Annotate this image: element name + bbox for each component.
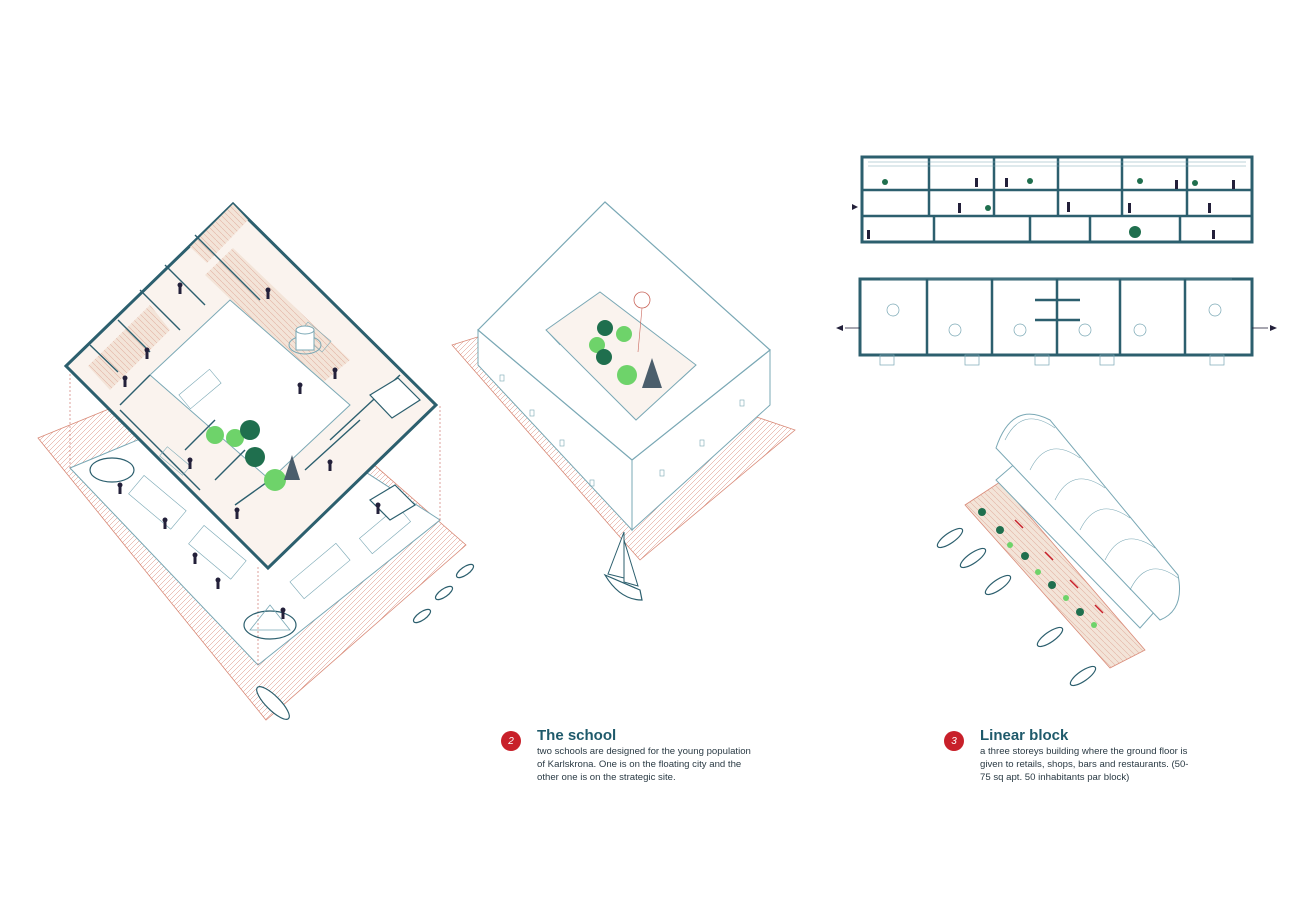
courtyard-trees [206, 420, 300, 491]
caption-title: Linear block [980, 727, 1069, 744]
caption-title: The school [537, 727, 617, 744]
waterfront-deck [964, 481, 1146, 669]
caption-body: a three storeys building where the groun… [980, 746, 1189, 783]
linear-block-section [852, 155, 1254, 244]
caption-number-badge: 3 [944, 731, 964, 751]
moored-boats [256, 563, 475, 720]
people-figures [117, 282, 381, 619]
moored-boats-linear [936, 527, 1097, 687]
linear-block-plan [836, 277, 1277, 366]
school-exploded-axonometric [37, 201, 475, 721]
linear-block-axonometric [936, 413, 1180, 687]
caption-number-badge: 2 [501, 731, 521, 751]
caption-body: two schools are designed for the young p… [537, 746, 751, 783]
sailboat [603, 531, 643, 601]
school-axonometric [451, 201, 796, 601]
vaulted-roof [995, 413, 1180, 621]
